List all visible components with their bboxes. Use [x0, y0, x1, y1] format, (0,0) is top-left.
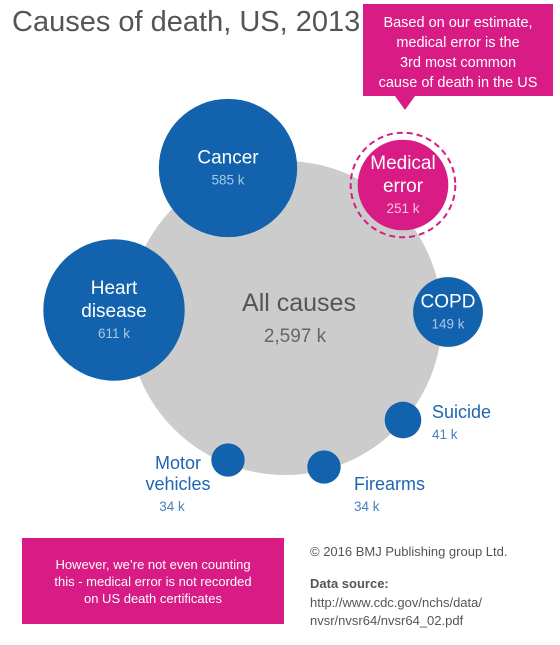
data-source-line[interactable]: nvsr/nvsr64/nvsr64_02.pdf: [310, 613, 464, 628]
chart-title: Causes of death, US, 2013: [12, 6, 360, 38]
note-text: However, we’re not even counting this - m…: [54, 557, 251, 606]
bubble-copd: [413, 277, 483, 347]
bubble-value-heart-disease: 611 k: [98, 326, 130, 341]
callout-text: Based on our estimate, medical error is t…: [379, 15, 538, 91]
bubble-label-medical-error: error: [383, 176, 424, 197]
bubble-firearms: [307, 450, 341, 484]
callout-line: Based on our estimate,: [383, 15, 532, 31]
bubble-label-heart-disease: disease: [81, 301, 147, 322]
bubble-heart-disease: [43, 239, 185, 381]
outer-label-firearms: Firearms: [354, 474, 425, 494]
outer-label-suicide: Suicide: [432, 402, 491, 422]
bubble-medical-error: [357, 139, 449, 231]
bubble-motor-vehicles: [211, 443, 245, 477]
outer-label-motor-vehicles: Motor: [155, 453, 201, 473]
note-box: However, we’re not even counting this - m…: [22, 538, 284, 624]
copyright-text: © 2016 BMJ Publishing group Ltd.: [310, 544, 507, 559]
data-source-link[interactable]: http://www.cdc.gov/nchs/data/nvsr/nvsr64…: [310, 595, 482, 628]
outer-value-suicide: 41 k: [432, 427, 458, 442]
outer-label-motor-vehicles: vehicles: [145, 474, 210, 494]
note-line: this - medical error is not recorded: [54, 574, 251, 589]
callout-box: Based on our estimate, medical error is t…: [363, 4, 553, 110]
bubble-label-medical-error: Medical: [370, 153, 435, 174]
data-source-title: Data source:: [310, 576, 389, 591]
note-line: on US death certificates: [84, 591, 223, 606]
callout-background: [363, 4, 553, 96]
total-value: 2,597 k: [264, 326, 327, 347]
bubble-value-cancer: 585 k: [211, 173, 244, 188]
bubble-label-cancer: Cancer: [197, 148, 259, 169]
callout-line: cause of death in the US: [379, 75, 538, 91]
total-label: All causes: [242, 289, 356, 317]
bubble-cancer: [158, 98, 298, 238]
data-source-line[interactable]: http://www.cdc.gov/nchs/data/: [310, 595, 482, 610]
bubble-suicide: [384, 401, 422, 439]
bubble-label-heart-disease: Heart: [91, 278, 138, 299]
callout-line: medical error is the: [396, 35, 519, 51]
outer-value-motor-vehicles: 34 k: [159, 499, 185, 514]
callout-pointer: [395, 96, 415, 110]
callout-line: 3rd most common: [400, 55, 516, 71]
bubble-value-medical-error: 251 k: [386, 201, 419, 216]
note-line: However, we’re not even counting: [55, 557, 250, 572]
bubble-medical-error-dashed-ring: [349, 131, 457, 239]
bubble-all-causes: [128, 161, 442, 475]
note-background: [22, 538, 284, 624]
outer-value-firearms: 34 k: [354, 499, 380, 514]
bubble-value-copd: 149 k: [431, 317, 464, 332]
bubble-label-copd: COPD: [421, 292, 476, 313]
